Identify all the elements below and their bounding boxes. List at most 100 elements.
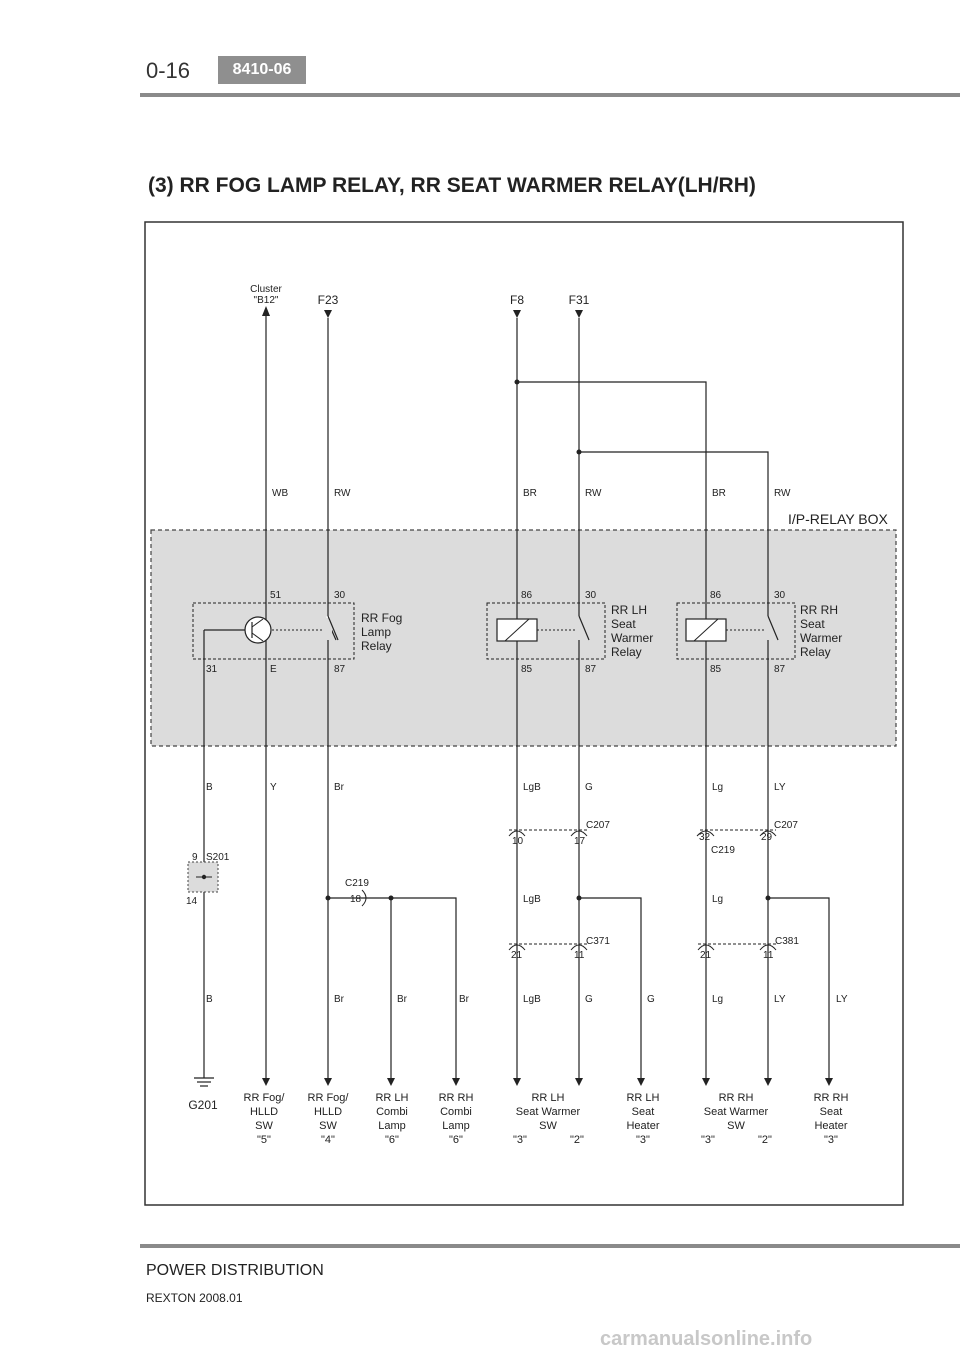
connector-c371 [508, 943, 588, 951]
dest-line: "4" [321, 1134, 335, 1146]
dest-line: SW [319, 1120, 337, 1132]
relay-pin: 87 [585, 664, 597, 675]
arrow-down-f23 [324, 310, 332, 318]
relay-name-line: Seat [611, 617, 636, 631]
arrow-down-dest [825, 1078, 833, 1086]
rh-seat-warmer-relay [676, 602, 796, 660]
dest-line: Seat [820, 1106, 843, 1118]
relay-pin: 85 [710, 664, 722, 675]
header-rule [140, 93, 960, 97]
splice-pin: 9 [192, 852, 198, 863]
dest-line: "6" [449, 1134, 463, 1146]
splice-s201 [187, 861, 219, 893]
arrow-down-dest [513, 1078, 521, 1086]
wire-label: Lg [712, 782, 723, 793]
splice-dot [514, 379, 520, 385]
arrow-down-dest [637, 1078, 645, 1086]
dest-line: "3" [824, 1134, 838, 1146]
relay-name-line: Relay [611, 645, 642, 659]
dest-line: Heater [814, 1120, 847, 1132]
fog-lamp-relay [192, 602, 355, 660]
wire-label: Br [334, 782, 345, 793]
dest-line: RR LH [626, 1092, 659, 1104]
wire-label: LY [836, 994, 848, 1005]
connector-c219-c207-rh [696, 829, 777, 837]
lh-seat-warmer-relay [486, 602, 606, 660]
connector-label: C207 [586, 820, 610, 831]
wire-label: Br [397, 994, 408, 1005]
source-cluster: Cluster [250, 284, 282, 295]
dest-line: Lamp [378, 1120, 406, 1132]
wire-rw-branch [579, 451, 769, 1078]
dest-line: HLLD [314, 1106, 342, 1118]
wire-label: LY [774, 994, 786, 1005]
connector-label: C381 [775, 936, 799, 947]
wire-label: LgB [523, 782, 541, 793]
wire-label: BR [523, 488, 537, 499]
arrow-down-dest [575, 1078, 583, 1086]
wire-label: G [647, 994, 655, 1005]
connector-label: C207 [774, 820, 798, 831]
source-f23: F23 [318, 293, 339, 307]
footer-rule [140, 1244, 960, 1248]
source-cluster-pin: "B12" [254, 295, 279, 306]
watermark: carmanualsonline.info [600, 1328, 813, 1350]
arrow-down-f31 [575, 310, 583, 318]
relay-name-line: RR RH [800, 603, 838, 617]
dest-line: Seat Warmer [704, 1106, 769, 1118]
relay-pin: 86 [521, 590, 533, 601]
arrow-down-dest [387, 1078, 395, 1086]
wire-label: LgB [523, 994, 541, 1005]
arrow-down-f8 [513, 310, 521, 318]
wire-label: RW [585, 488, 602, 499]
connector-c219-fog [361, 889, 367, 907]
connector-pin: 17 [574, 836, 586, 847]
dest-line: Lamp [442, 1120, 470, 1132]
source-f31: F31 [569, 293, 590, 307]
wire-br-splice [328, 897, 457, 1078]
dest-line: Seat Warmer [516, 1106, 581, 1118]
dest-line: SW [539, 1120, 557, 1132]
dest-line: RR LH [531, 1092, 564, 1104]
relay-pin: 86 [710, 590, 722, 601]
wire-label: Br [459, 994, 470, 1005]
arrow-down-dest [452, 1078, 460, 1086]
ground-symbol [194, 1077, 214, 1087]
wire-label: Br [334, 994, 345, 1005]
connector-pin: 18 [350, 894, 362, 905]
connector-label: C371 [586, 936, 610, 947]
relay-name-line: Seat [800, 617, 825, 631]
dest-line: RR Fog/ [244, 1092, 286, 1104]
wire-label: Lg [712, 894, 723, 905]
relay-name-line: Lamp [361, 625, 391, 639]
relay-box-label: I/P-RELAY BOX [788, 511, 889, 527]
dest-line: "6" [385, 1134, 399, 1146]
wire-ly-heater [768, 897, 830, 1078]
relay-pin: E [270, 664, 277, 675]
wire-label: RW [774, 488, 791, 499]
section-code-badge: 8410-06 [218, 56, 306, 84]
arrow-down-dest [764, 1078, 772, 1086]
arrow-up-cluster [262, 306, 270, 316]
relay-pin: 87 [334, 664, 346, 675]
dest-line: "5" [257, 1134, 271, 1146]
wire-label: LY [774, 782, 786, 793]
arrow-down-dest [702, 1078, 710, 1086]
splice-label: S201 [206, 852, 230, 863]
dest-line: SW [727, 1120, 745, 1132]
relay-pin: 31 [206, 664, 218, 675]
dest-pin: "2" [758, 1134, 772, 1146]
wire-label: WB [272, 488, 288, 499]
relay-pin: 30 [334, 590, 346, 601]
relay-pin: 87 [774, 664, 786, 675]
dest-pin: "3" [513, 1134, 527, 1146]
dest-line: SW [255, 1120, 273, 1132]
connector-c381 [697, 943, 777, 951]
wire-label: Lg [712, 994, 723, 1005]
splice-dot [576, 449, 582, 455]
wire-label: B [206, 782, 213, 793]
connector-pin: 29 [761, 832, 773, 843]
connector-label: C219 [711, 845, 735, 856]
dest-line: Combi [376, 1106, 408, 1118]
